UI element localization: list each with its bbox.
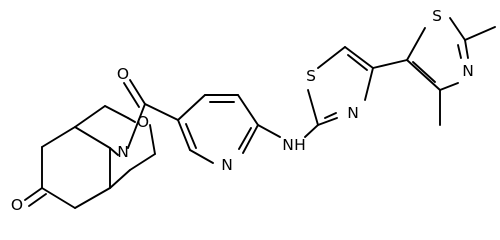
bond [406,59,441,91]
atom-label-pyridine-nitrogen: N [221,156,233,174]
bond [24,187,43,201]
bonds [24,17,496,209]
bond [123,82,140,108]
bond [129,153,156,171]
bond [177,119,191,151]
bond [144,103,179,121]
bond [129,79,146,105]
atom-label-dimethylthiazole-sulfur: S [432,7,442,25]
atom-label-amine-nitrogen: N [282,136,294,154]
atom-label-amine-hydrogen: H [294,136,306,154]
bond [74,187,111,209]
bond [464,26,496,41]
bond [74,105,106,128]
bond [127,117,136,123]
bond [74,126,111,149]
bond [372,59,408,69]
atom-label-dimethylthiazole-nitrogen: N [462,62,474,80]
bond [104,105,129,119]
bond [177,94,206,121]
bond [127,103,146,149]
bond [439,82,459,91]
atom-label-thiazole-sulfur: S [306,67,316,85]
molecule-diagram: O O O N N N H S N S N [11,7,496,214]
bond [257,124,281,138]
bond [317,46,346,69]
bond [464,39,469,59]
atom-label-thiazole-nitrogen: N [347,104,359,122]
atom-label-ring-oxygen: O [137,113,149,131]
bond [449,17,466,41]
bond [238,127,252,150]
bond [41,126,76,148]
bond [189,149,214,164]
bond [324,112,337,119]
bond [412,61,436,83]
atom-label-amide-nitrogen: N [117,143,129,161]
bond [109,147,119,156]
bond [457,44,462,59]
atom-label-oxo-oxygen: O [11,196,23,214]
bond [185,123,197,149]
atom-labels: O O O N N N H S N S N [11,7,474,214]
bond [242,124,259,154]
bond [307,89,319,126]
bond [28,193,47,207]
atom-label-carbonyl-oxygen: O [117,65,129,83]
bond [109,169,131,189]
bond [406,27,426,61]
bond [304,124,319,138]
bond [364,67,374,101]
bond [347,54,368,71]
bond [41,187,76,209]
bond [149,124,156,155]
bond [344,46,374,69]
bond [237,94,259,126]
bond [317,117,338,126]
